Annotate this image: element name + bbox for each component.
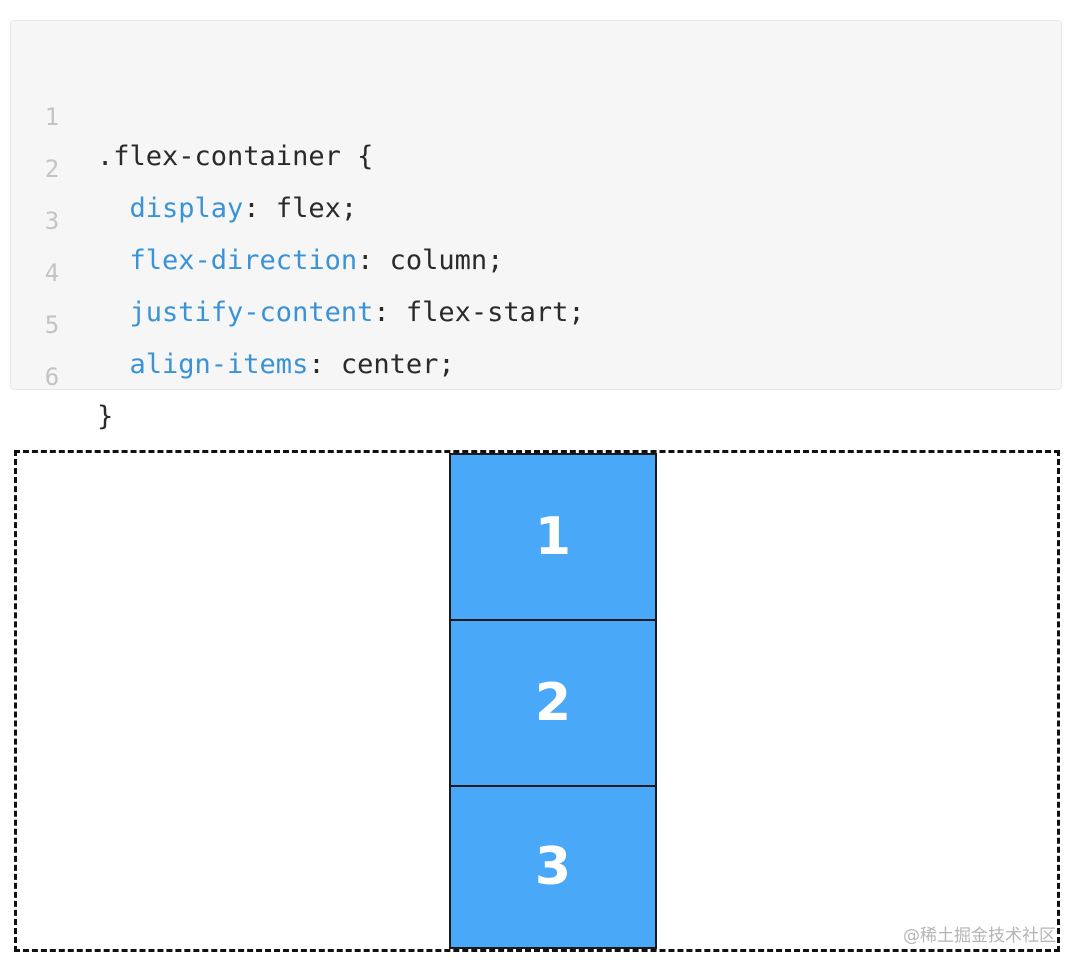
code-property: justify-content xyxy=(97,297,374,328)
code-text: justify-content: flex-start; xyxy=(97,293,585,333)
code-line-5: 5 align-items: center; xyxy=(11,265,455,380)
flex-item-2: 2 xyxy=(449,619,657,787)
code-value: : flex; xyxy=(243,193,358,224)
flex-item-1: 1 xyxy=(449,453,657,621)
code-property: align-items xyxy=(97,349,309,380)
code-line-3: 3 flex-direction: column; xyxy=(11,161,504,276)
code-text: .flex-container { xyxy=(97,137,373,177)
code-token: .flex-container { xyxy=(97,141,374,172)
code-property: flex-direction xyxy=(97,245,358,276)
flex-item-3: 3 xyxy=(449,785,657,949)
code-line-1: 1 .flex-container { xyxy=(11,57,374,172)
code-line-2: 2 display: flex; xyxy=(11,109,357,224)
code-text: } xyxy=(97,397,113,437)
code-value: : center; xyxy=(308,349,455,380)
code-block: 1 .flex-container { 2 display: flex; 3 f… xyxy=(10,20,1062,432)
line-number: 3 xyxy=(44,207,60,235)
line-number: 5 xyxy=(44,311,60,339)
code-property: display xyxy=(97,193,244,224)
code-text: flex-direction: column; xyxy=(97,241,504,281)
code-line-6: 6 } xyxy=(11,317,114,432)
flex-container-demo: 1 2 3 xyxy=(14,450,1060,952)
code-value: : column; xyxy=(357,245,504,276)
code-line-4: 4 justify-content: flex-start; xyxy=(11,213,585,328)
code-value: : flex-start; xyxy=(373,297,585,328)
line-number: 4 xyxy=(44,259,60,287)
line-number: 6 xyxy=(44,363,60,391)
watermark: @稀土掘金技术社区 xyxy=(903,926,1056,946)
line-number: 2 xyxy=(44,155,60,183)
code-text: display: flex; xyxy=(97,189,358,229)
line-number: 1 xyxy=(44,103,60,131)
code-token: } xyxy=(97,401,114,432)
code-text: align-items: center; xyxy=(97,345,455,385)
